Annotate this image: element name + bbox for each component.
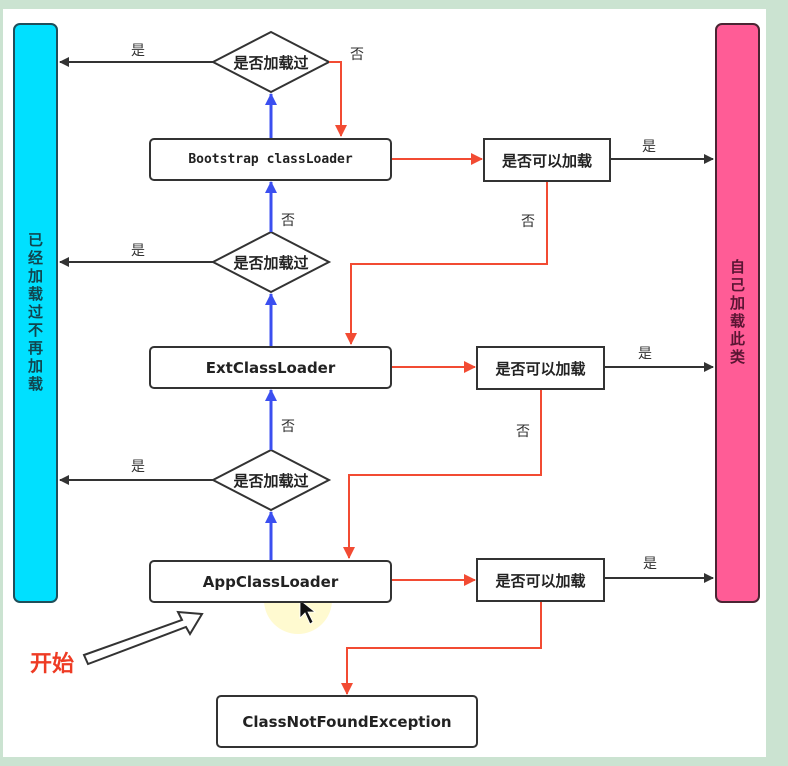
app-classloader-node: AppClassLoader (149, 560, 392, 603)
ext-classloader-label: ExtClassLoader (205, 358, 336, 377)
edge-label-no-canload-1: 否 (521, 214, 535, 230)
class-not-found-label: ClassNotFoundException (242, 712, 452, 731)
decision-loaded-bootstrap (210, 30, 332, 94)
can-load-label-3: 是否可以加载 (495, 571, 586, 590)
arrow-no-bootstrap (329, 61, 347, 137)
decision-loaded-text-2: 是否加载过 (233, 254, 309, 272)
arrow-no-to-exception (341, 602, 542, 695)
decision-loaded-app (210, 448, 332, 512)
edge-label-yes-right-2: 是 (638, 346, 652, 362)
edge-label-yes-right-1: 是 (642, 139, 656, 155)
edge-label-no-up-1: 否 (281, 213, 295, 229)
can-load-label-2: 是否可以加载 (495, 359, 586, 378)
already-loaded-bar: 已经加载过不再加载 (13, 23, 58, 603)
bootstrap-classloader-label: Bootstrap classLoader (188, 152, 353, 167)
edge-label-no-canload-2: 否 (516, 424, 530, 440)
cursor-icon (299, 599, 317, 625)
self-load-bar: 自己加载此类 (715, 23, 760, 603)
start-arrow (82, 610, 204, 666)
bootstrap-classloader-node: Bootstrap classLoader (149, 138, 392, 181)
self-load-label: 自己加载此类 (728, 259, 746, 367)
can-load-label-1: 是否可以加载 (501, 151, 592, 170)
already-loaded-label: 已经加载过不再加载 (26, 232, 44, 394)
edge-label-yes-right-3: 是 (643, 556, 657, 572)
class-not-found-node: ClassNotFoundException (216, 695, 478, 748)
edge-label-no-up-2: 否 (281, 419, 295, 435)
can-load-node-2: 是否可以加载 (476, 346, 605, 390)
decision-loaded-text-3: 是否加载过 (233, 472, 309, 490)
decision-loaded-text-1: 是否加载过 (233, 54, 309, 72)
edge-label-yes-left-2: 是 (131, 243, 145, 259)
edge-label-no-bootstrap: 否 (350, 47, 364, 63)
can-load-node-3: 是否可以加载 (476, 558, 605, 602)
edge-label-yes-left-1: 是 (131, 43, 145, 59)
decision-loaded-ext (210, 230, 332, 294)
app-classloader-label: AppClassLoader (202, 572, 339, 591)
arrow-no-to-app (343, 389, 542, 559)
can-load-node-1: 是否可以加载 (483, 138, 611, 182)
start-label: 开始 (30, 652, 75, 677)
arrow-no-to-ext (345, 181, 548, 345)
ext-classloader-node: ExtClassLoader (149, 346, 392, 389)
edge-label-yes-left-3: 是 (131, 459, 145, 475)
